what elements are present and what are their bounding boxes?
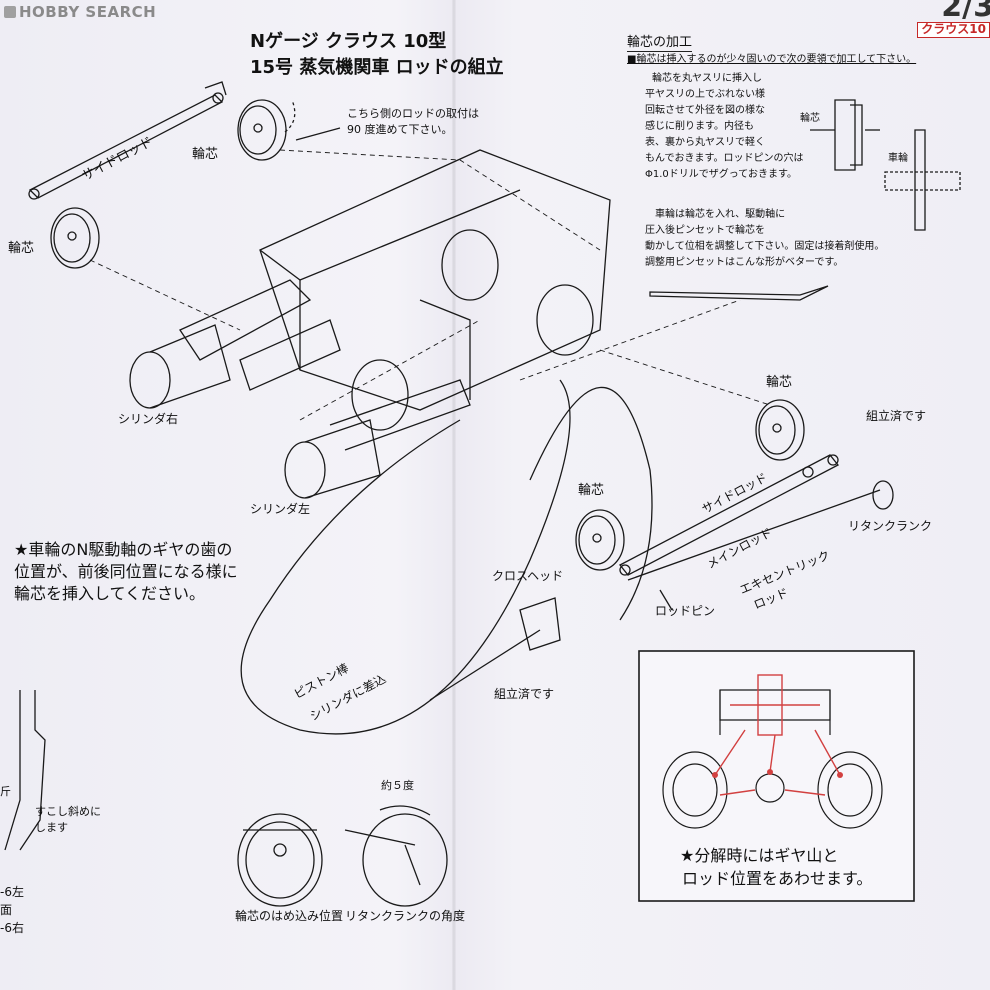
tweezers-drawing: [649, 285, 829, 301]
crank-angle-caption: リタンクランクの角度: [345, 909, 466, 923]
label-assembled-bottom: 組立済です: [494, 687, 555, 701]
label-return-crank: リタンクランク: [848, 519, 933, 533]
label-wheel-core-mid: 輪芯: [766, 375, 793, 390]
watermark: HOBBY SEARCH: [4, 3, 156, 21]
star-note-line1: ★車輪のN駆動軸のギヤの歯の: [14, 540, 233, 559]
wheel-core-center-drawing: [575, 509, 625, 571]
label-rod-pin: ロッドピン: [655, 604, 716, 618]
gear-note-line2: ロッド位置をあわせます。: [682, 869, 873, 888]
page-tag: クラウス10: [917, 22, 990, 38]
crank-angle-drawing: [344, 805, 448, 907]
approx-angle-label: 約５度: [381, 779, 414, 792]
wheel-processing-line7: Φ1.0ドリルでザグっておきます。: [645, 169, 797, 180]
label-wheel-core-top: 輪芯: [192, 147, 219, 162]
rods-drawing: [429, 454, 894, 701]
left-fragment-cut-char: 斤: [0, 785, 11, 798]
wheel-processing-intro: ■輪芯は挿入するのが少々固いので次の要領で加工して下さい。: [627, 54, 917, 65]
label-assembled-top: 組立済です: [866, 409, 927, 423]
top-note-line2: 90 度進めて下さい。: [347, 123, 453, 136]
press-note-line1: 車輪は輪芯を入れ、駆動軸に: [655, 209, 786, 220]
star-note-line3: 輪芯を挿入してください。: [14, 584, 206, 603]
label-wheel-core-left: 輪芯: [8, 241, 35, 256]
label-wheel-core-center: 輪芯: [578, 483, 605, 498]
wheel-core-top-drawing: [237, 99, 341, 161]
cylinder-left-drawing: [284, 379, 471, 499]
wheel-processing-line3: 回転させて外径を図の様な: [645, 105, 765, 116]
wheel-processing-line5: 表、裏から丸ヤスリで軽く: [645, 137, 765, 148]
star-note-line2: 位置が、前後同位置になる様に: [14, 562, 238, 581]
top-note-line1: こちら側のロッドの取付は: [347, 107, 479, 120]
label-cylinder-right: シリンダ右: [118, 412, 179, 426]
wheel-processing-label-core: 輪芯: [800, 113, 820, 124]
press-note-line2: 圧入後ピンセットで輪芯を: [645, 225, 765, 236]
page-fold: [452, 0, 456, 990]
page-subtitle: 15号 蒸気機関車 ロッドの組立: [250, 57, 504, 78]
side-rod-top-drawing: [28, 81, 227, 200]
left-fragment-slant-2: します: [35, 821, 68, 834]
chassis-drawing: [179, 149, 611, 431]
wheel-processing-line1: 輪芯を丸ヤスリに挿入し: [652, 73, 762, 84]
page-number: 2/3: [941, 0, 990, 24]
wheel-processing-line2: 平ヤスリの上でぶれない様: [645, 89, 765, 100]
left-fragment-line3: -6右: [0, 921, 24, 935]
wheel-fit-caption: 輪芯のはめ込み位置: [235, 909, 344, 923]
cylinder-right-drawing: [129, 324, 231, 409]
wheel-processing-heading: 輪芯の加工: [627, 35, 693, 52]
gear-detail-box: [638, 650, 915, 902]
label-crosshead: クロスヘッド: [492, 569, 564, 583]
label-cylinder-left: シリンダ左: [250, 502, 311, 516]
wheel-fit-drawing: [237, 813, 323, 907]
press-note-line3: 動かして位相を調整して下さい。固定は接着剤使用。: [645, 241, 885, 252]
wheel-processing-label-wheel: 車輪: [888, 153, 908, 164]
left-fragment-slant-1: すこし斜めに: [35, 805, 101, 818]
left-fragment-line1: -6左: [0, 885, 24, 899]
press-note-line4: 調整用ピンセットはこんな形がベターです。: [645, 257, 844, 268]
wheel-core-left-drawing: [50, 207, 100, 269]
left-fragment-line2: 面: [0, 903, 13, 917]
wheel-core-section-drawing: [810, 99, 961, 231]
wheel-core-mid-drawing: [755, 399, 805, 461]
wheel-processing-line6: もんでおきます。ロッドピンの穴は: [645, 153, 804, 164]
wheel-processing-line4: 感じに削ります。内径も: [645, 121, 754, 132]
gear-note-line1: ★分解時にはギヤ山と: [680, 846, 839, 865]
page-title: Nゲージ クラウス 10型: [250, 31, 447, 52]
